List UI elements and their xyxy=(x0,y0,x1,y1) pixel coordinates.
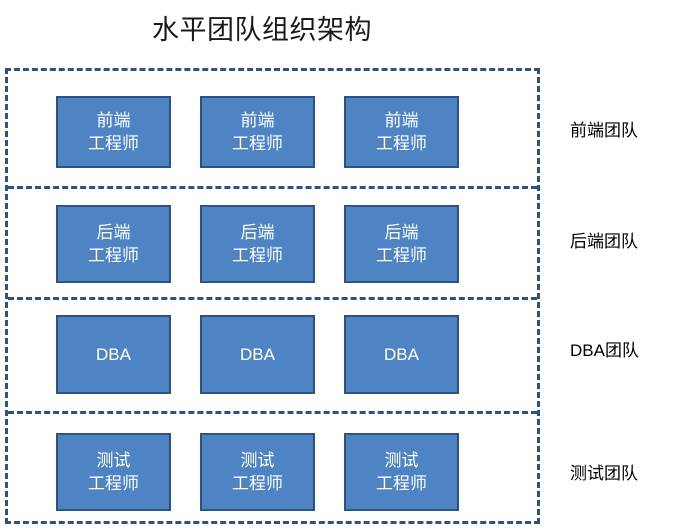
role-box[interactable]: 后端 工程师 xyxy=(56,205,171,283)
lane-dba: DBA DBA DBA xyxy=(8,297,537,411)
role-line-2: 工程师 xyxy=(88,474,139,493)
role-line-2: 工程师 xyxy=(376,246,427,265)
role-line-1: 测试 xyxy=(96,451,131,470)
role-box[interactable]: 测试 工程师 xyxy=(200,433,315,511)
lane-frontend: 前端 工程师 前端 工程师 前端 工程师 xyxy=(8,71,537,186)
role-line-1: 后端 xyxy=(240,223,275,242)
role-line-1: 前端 xyxy=(384,111,419,130)
role-line-2: 工程师 xyxy=(88,246,139,265)
lane-backend: 后端 工程师 后端 工程师 后端 工程师 xyxy=(8,186,537,297)
role-line-2: 工程师 xyxy=(376,474,427,493)
lane-label-qa: 测试团队 xyxy=(570,464,638,483)
role-box[interactable]: 后端 工程师 xyxy=(344,205,459,283)
role-line-2: 工程师 xyxy=(232,474,283,493)
lane-qa: 测试 工程师 测试 工程师 测试 工程师 xyxy=(8,411,537,521)
lane-divider-3 xyxy=(8,411,537,414)
role-line-2: 工程师 xyxy=(232,246,283,265)
lane-label-frontend: 前端团队 xyxy=(570,121,638,140)
role-line-1: 前端 xyxy=(240,111,275,130)
role-line-1: DBA xyxy=(240,345,275,364)
lane-divider-2 xyxy=(8,297,537,300)
role-box[interactable]: 前端 工程师 xyxy=(344,96,459,168)
role-box[interactable]: 前端 工程师 xyxy=(200,96,315,168)
role-line-2: 工程师 xyxy=(88,134,139,153)
org-chart-container: 前端 工程师 前端 工程师 前端 工程师 后端 工程师 后端 工程师 xyxy=(5,68,540,524)
role-box[interactable]: DBA xyxy=(200,315,315,394)
role-line-1: DBA xyxy=(96,345,131,364)
role-line-2: 工程师 xyxy=(232,134,283,153)
role-box[interactable]: 前端 工程师 xyxy=(56,96,171,168)
page-title: 水平团队组织架构 xyxy=(152,15,372,45)
role-box[interactable]: 后端 工程师 xyxy=(200,205,315,283)
role-box[interactable]: DBA xyxy=(344,315,459,394)
role-line-2: 工程师 xyxy=(376,134,427,153)
role-box[interactable]: 测试 工程师 xyxy=(344,433,459,511)
role-line-1: 前端 xyxy=(96,111,131,130)
role-line-1: 测试 xyxy=(240,451,275,470)
role-line-1: 后端 xyxy=(384,223,419,242)
role-line-1: 后端 xyxy=(96,223,131,242)
role-line-1: DBA xyxy=(384,345,419,364)
role-line-1: 测试 xyxy=(384,451,419,470)
lane-divider-1 xyxy=(8,186,537,189)
role-box[interactable]: 测试 工程师 xyxy=(56,433,171,511)
lane-label-backend: 后端团队 xyxy=(570,232,638,251)
role-box[interactable]: DBA xyxy=(56,315,171,394)
lane-label-dba: DBA团队 xyxy=(570,341,639,360)
